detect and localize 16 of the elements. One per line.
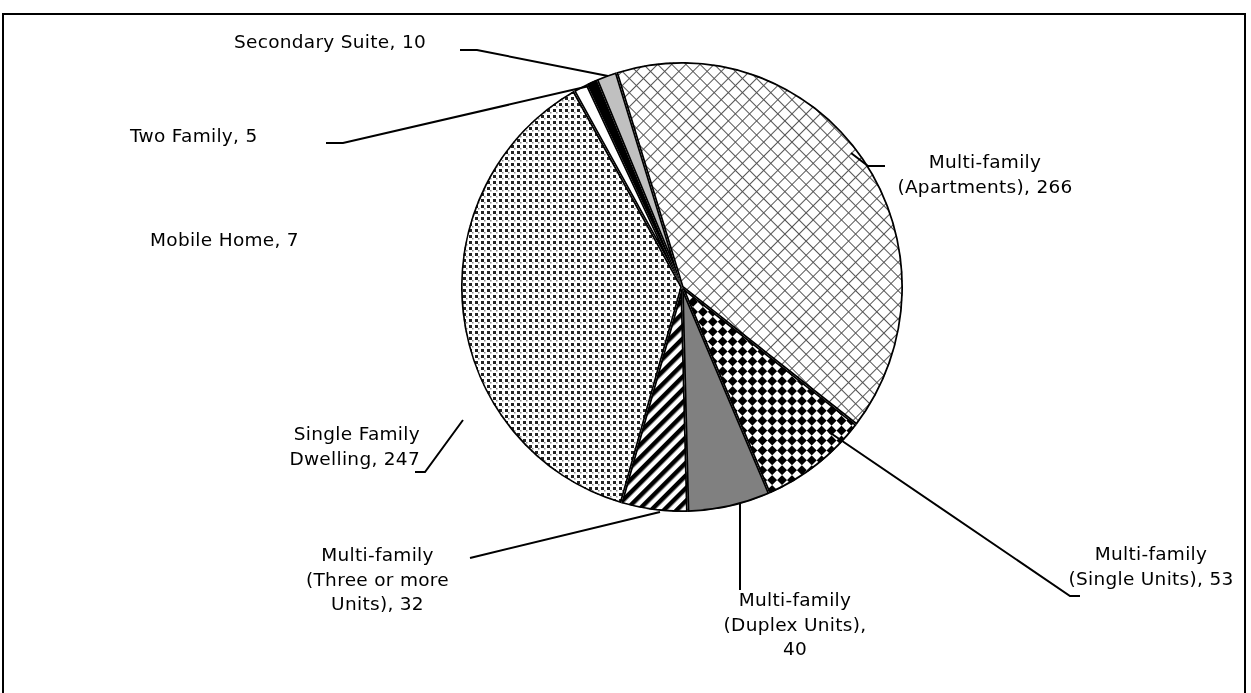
data-label: Single Family Dwelling, 247 [270, 422, 420, 471]
pie-slice [682, 287, 857, 494]
data-label: Secondary Suite, 10 [195, 30, 465, 55]
leader-line [739, 502, 741, 591]
data-label: Multi-family (Apartments), 266 [885, 150, 1085, 199]
data-label: Two Family, 5 [130, 124, 330, 149]
data-label: Multi-family (Three or more Units), 32 [290, 543, 465, 617]
data-label: Multi-family (Single Units), 53 [1062, 542, 1240, 591]
leader-line [850, 152, 886, 167]
data-label: Mobile Home, 7 [150, 228, 300, 252]
leader-line [828, 431, 1081, 597]
leader-line [414, 419, 464, 473]
pie-slice [461, 90, 682, 504]
data-label: Multi-family (Duplex Units), 40 [715, 588, 875, 662]
leader-line [459, 49, 609, 77]
leader-line [469, 511, 661, 559]
